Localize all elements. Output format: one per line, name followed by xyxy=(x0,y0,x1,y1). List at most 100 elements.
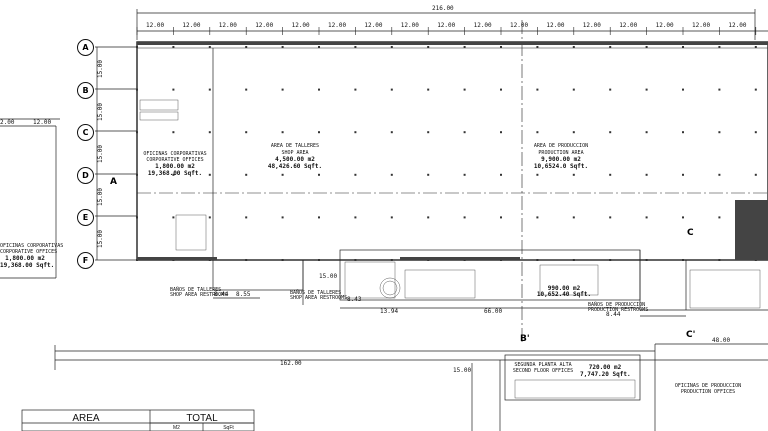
column-marker xyxy=(281,259,284,261)
column-marker xyxy=(136,88,138,91)
overall-dimension-top: 216.00 xyxy=(432,5,454,12)
column-marker xyxy=(281,131,284,134)
column-marker xyxy=(754,131,757,134)
column-marker xyxy=(500,131,502,134)
section-mark-b-prime: B' xyxy=(520,334,530,344)
column-marker xyxy=(572,259,575,261)
production-area-title: AREA DE PRODUCCION xyxy=(533,143,589,149)
column-marker xyxy=(390,131,393,134)
column-marker xyxy=(500,173,502,176)
gridline-bubble-a: A xyxy=(77,39,94,56)
production-area-m2: 9,900.00 m2 xyxy=(541,156,581,163)
bottom-dimension-f: 8.44 xyxy=(606,311,621,318)
column-marker xyxy=(136,173,138,176)
table-header-area: AREA xyxy=(72,413,100,424)
production-area-sqft: 10,6524.0 Sqft. xyxy=(533,163,589,170)
corporate-left-title: OFICINAS CORPORATIVAS xyxy=(0,243,64,249)
corporate-offices-title: OFICINAS CORPORATIVAS xyxy=(143,151,207,157)
vertical-dimension-a: 15.00 xyxy=(319,273,338,280)
shop-area-m2: 4,500.00 m2 xyxy=(275,156,315,163)
bay-dimension: 12.00 xyxy=(546,22,565,29)
production-offices-title: OFICINAS DE PRODUCCION xyxy=(674,383,742,389)
column-marker xyxy=(245,216,248,219)
restrooms-area-sqft: 10,652.40 Sqft. xyxy=(536,291,592,298)
column-marker xyxy=(572,173,575,176)
column-marker xyxy=(609,259,612,261)
column-marker xyxy=(427,88,430,91)
column-marker xyxy=(245,259,248,261)
column-marker xyxy=(682,259,684,261)
column-marker xyxy=(718,259,721,261)
gridline-bubble-f: F xyxy=(77,252,94,269)
bay-dimension: 12.00 xyxy=(364,22,383,29)
column-marker xyxy=(245,173,248,176)
corporate-offices-m2: 1,800.00 m2 xyxy=(155,163,195,170)
bay-dimension: 12.00 xyxy=(510,22,529,29)
row-dimension: 15.00 xyxy=(97,145,105,164)
gridline-bubble-d: D xyxy=(77,166,94,184)
section-mark-c-prime: C' xyxy=(686,330,696,340)
column-marker xyxy=(682,131,684,134)
column-marker xyxy=(645,259,648,261)
column-marker xyxy=(572,216,575,219)
gridline-bubble-c: C xyxy=(77,124,94,142)
bay-dimension: 12.00 xyxy=(655,22,674,29)
left-dimension-2: 12.00 xyxy=(33,119,52,126)
column-marker xyxy=(645,88,648,91)
column-marker xyxy=(245,46,248,48)
column-marker xyxy=(536,259,539,261)
second-floor-title: SEGUNDA PLANTA ALTA xyxy=(514,362,572,368)
column-marker xyxy=(136,46,138,48)
shop-restrooms-label-en: SHOP AREA RESTROOMS xyxy=(170,292,228,298)
row-dimension: 15.00 xyxy=(97,187,105,206)
column-marker xyxy=(609,131,612,134)
column-marker xyxy=(427,46,430,48)
column-marker xyxy=(609,173,612,176)
corporate-offices-sqft: 19,368.00 Sqft. xyxy=(147,170,203,177)
column-marker xyxy=(208,173,211,176)
column-marker xyxy=(136,216,138,219)
second-floor-sqft: 7,747.20 Sqft. xyxy=(580,371,631,378)
column-marker xyxy=(718,88,721,91)
table-header-total: TOTAL xyxy=(186,413,218,424)
column-marker xyxy=(318,173,320,176)
column-marker xyxy=(390,216,393,219)
bay-dimension: 12.00 xyxy=(473,22,492,29)
column-marker xyxy=(354,131,357,134)
gridline-bubble-b: B xyxy=(77,81,94,99)
column-marker xyxy=(427,216,430,219)
column-marker xyxy=(718,131,721,134)
column-marker xyxy=(645,216,648,219)
column-marker xyxy=(572,88,575,91)
overall-dimension-bottom: 162.00 xyxy=(280,360,302,367)
column-marker xyxy=(645,131,648,134)
column-marker xyxy=(245,88,248,91)
shop-area-sqft: 48,426.60 Sqft. xyxy=(267,163,323,170)
shop-restrooms-label-2: BAÑOS DE TALLERES xyxy=(290,290,342,296)
bottom-dimension-g: 48.00 xyxy=(712,337,731,344)
column-marker xyxy=(536,88,539,91)
second-floor-m2: 720.00 m2 xyxy=(588,364,622,371)
column-marker xyxy=(754,88,757,91)
bay-dimension: 12.00 xyxy=(328,22,347,29)
column-marker xyxy=(281,173,284,176)
column-marker xyxy=(645,46,648,48)
restrooms-area-m2: 990.00 m2 xyxy=(547,285,581,292)
column-marker xyxy=(682,173,684,176)
bay-dimension: 12.00 xyxy=(437,22,456,29)
table-subheader-sqft: SqFt xyxy=(223,425,234,431)
production-restrooms-label: BAÑOS DE PRODUCCION xyxy=(588,302,646,308)
column-marker xyxy=(318,259,320,261)
column-marker xyxy=(463,216,466,219)
corporate-left-subtitle: CORPORATIVE OFFICES xyxy=(0,249,58,255)
column-marker xyxy=(754,46,757,48)
column-marker xyxy=(318,131,320,134)
column-marker xyxy=(536,173,539,176)
bay-dimension: 12.00 xyxy=(619,22,638,29)
column-marker xyxy=(318,46,320,48)
column-marker xyxy=(682,216,684,219)
column-marker xyxy=(718,173,721,176)
column-marker xyxy=(354,88,357,91)
